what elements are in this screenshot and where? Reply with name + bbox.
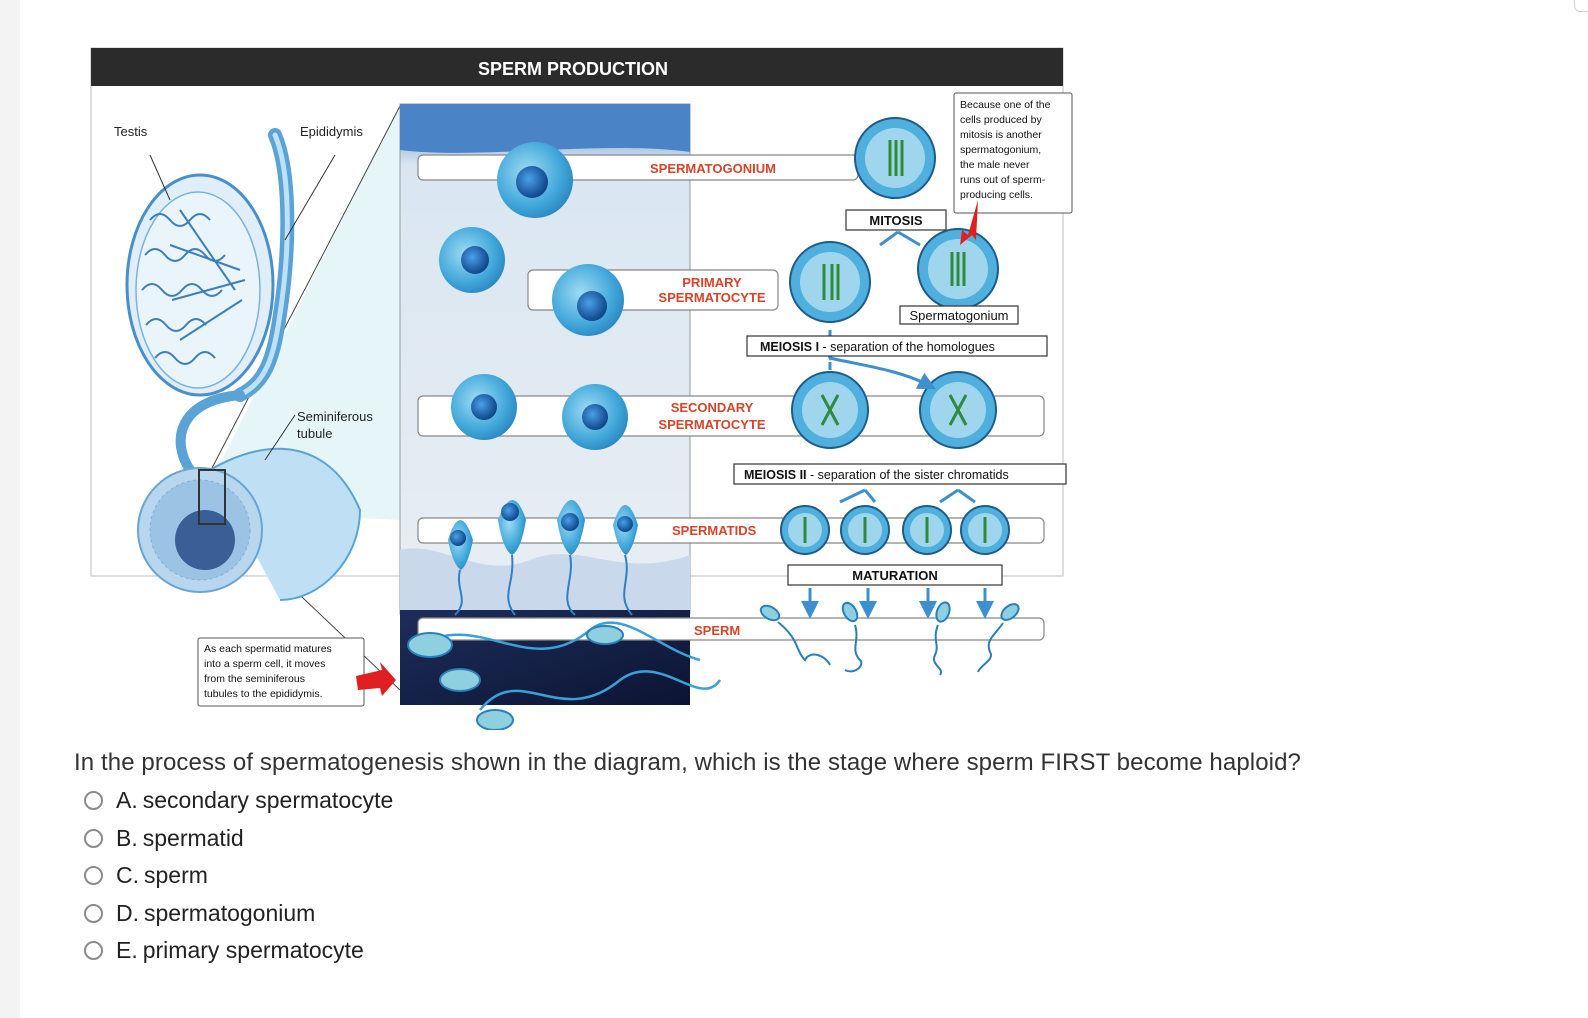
corner-scroll-mark <box>1574 0 1588 12</box>
option-letter: B. <box>116 824 138 851</box>
stage-sperm: SPERM <box>694 623 740 638</box>
callout-bottom-line: from the seminiferous <box>204 673 305 685</box>
option-label: spermatid <box>142 824 244 851</box>
stage-secondary-line2: SPERMATOCYTE <box>658 417 765 432</box>
option-b[interactable]: B. spermatid <box>84 820 393 858</box>
stage-primary-line1: PRIMARY <box>682 275 742 290</box>
option-letter: C. <box>116 862 139 889</box>
question-text: In the process of spermatogenesis shown … <box>74 749 1301 776</box>
radio-button[interactable] <box>84 791 103 811</box>
callout-top: Because one of the cells produced by mit… <box>953 92 1073 245</box>
callout-top-line: Because one of the <box>960 99 1051 111</box>
meiosis2-rest: - separation of the sister chromatids <box>807 468 1009 482</box>
option-a[interactable]: A. secondary spermatocyte <box>84 782 393 820</box>
callout-bottom-line: tubules to the epididymis. <box>204 688 322 700</box>
label-seminiferous: Seminiferous <box>297 409 373 424</box>
radio-button[interactable] <box>84 866 103 886</box>
option-c[interactable]: C. sperm <box>84 857 393 895</box>
stage-spermatids: SPERMATIDS <box>672 523 757 538</box>
callout-bottom-line: into a sperm cell, it moves <box>204 658 325 670</box>
testis-illustration <box>125 128 362 601</box>
option-label: primary spermatocyte <box>142 937 364 964</box>
callout-top-line: spermatogonium, <box>960 144 1041 156</box>
stage-spermatogonium: SPERMATOGONIUM <box>650 161 776 176</box>
label-epididymis: Epididymis <box>300 124 363 139</box>
option-letter: E. <box>116 937 138 964</box>
label-tubule: tubule <box>297 426 332 441</box>
zoom-region <box>212 104 400 520</box>
figure-title: SPERM PRODUCTION <box>478 59 668 79</box>
callout-top-line: mitosis is another <box>960 129 1042 141</box>
option-e[interactable]: E. primary spermatocyte <box>84 932 393 970</box>
callout-top-line: producing cells. <box>960 189 1033 201</box>
left-margin-strip <box>0 0 20 1018</box>
callout-top-line: the male never <box>960 159 1030 171</box>
option-letter: D. <box>116 899 139 926</box>
option-label: sperm <box>144 862 208 889</box>
radio-button[interactable] <box>84 828 103 848</box>
cell-diagrams <box>759 117 1020 676</box>
option-d[interactable]: D. spermatogonium <box>84 895 393 933</box>
option-label: spermatogonium <box>144 899 316 926</box>
svg-text:MEIOSIS I - separation of the: MEIOSIS I - separation of the homologues <box>760 340 995 354</box>
stage-secondary-line1: SECONDARY <box>671 400 754 415</box>
panel-cells <box>407 142 722 730</box>
callout-bottom-line: As each spermatid matures <box>204 643 332 655</box>
answer-options: A. secondary spermatocyte B. spermatid C… <box>84 782 393 970</box>
red-arrow-top <box>960 200 978 245</box>
svg-text:MEIOSIS II - separation of the: MEIOSIS II - separation of the sister ch… <box>744 468 1009 482</box>
sperm-production-figure: SPERM PRODUCTION Testis Epididymis Semin… <box>60 40 1100 730</box>
meiosis1-rest: - separation of the homologues <box>819 340 995 354</box>
option-label: secondary spermatocyte <box>142 787 394 814</box>
meiosis2-bold: MEIOSIS II <box>744 468 807 482</box>
callout-bottom: As each spermatid matures into a sperm c… <box>197 637 396 707</box>
spermatogonium-box-label: Spermatogonium <box>910 308 1009 323</box>
label-testis: Testis <box>114 124 148 139</box>
callout-top-line: runs out of sperm- <box>960 174 1046 186</box>
radio-button[interactable] <box>84 941 103 961</box>
maturation-label: MATURATION <box>852 568 937 583</box>
red-arrow-bottom <box>356 662 396 696</box>
option-letter: A. <box>116 787 138 814</box>
mitosis-label: MITOSIS <box>869 213 923 228</box>
meiosis1-bold: MEIOSIS I <box>760 340 819 354</box>
stage-primary-line2: SPERMATOCYTE <box>658 290 765 305</box>
radio-button[interactable] <box>84 903 103 923</box>
title-bar <box>91 48 1063 86</box>
callout-top-line: cells produced by <box>960 114 1042 126</box>
